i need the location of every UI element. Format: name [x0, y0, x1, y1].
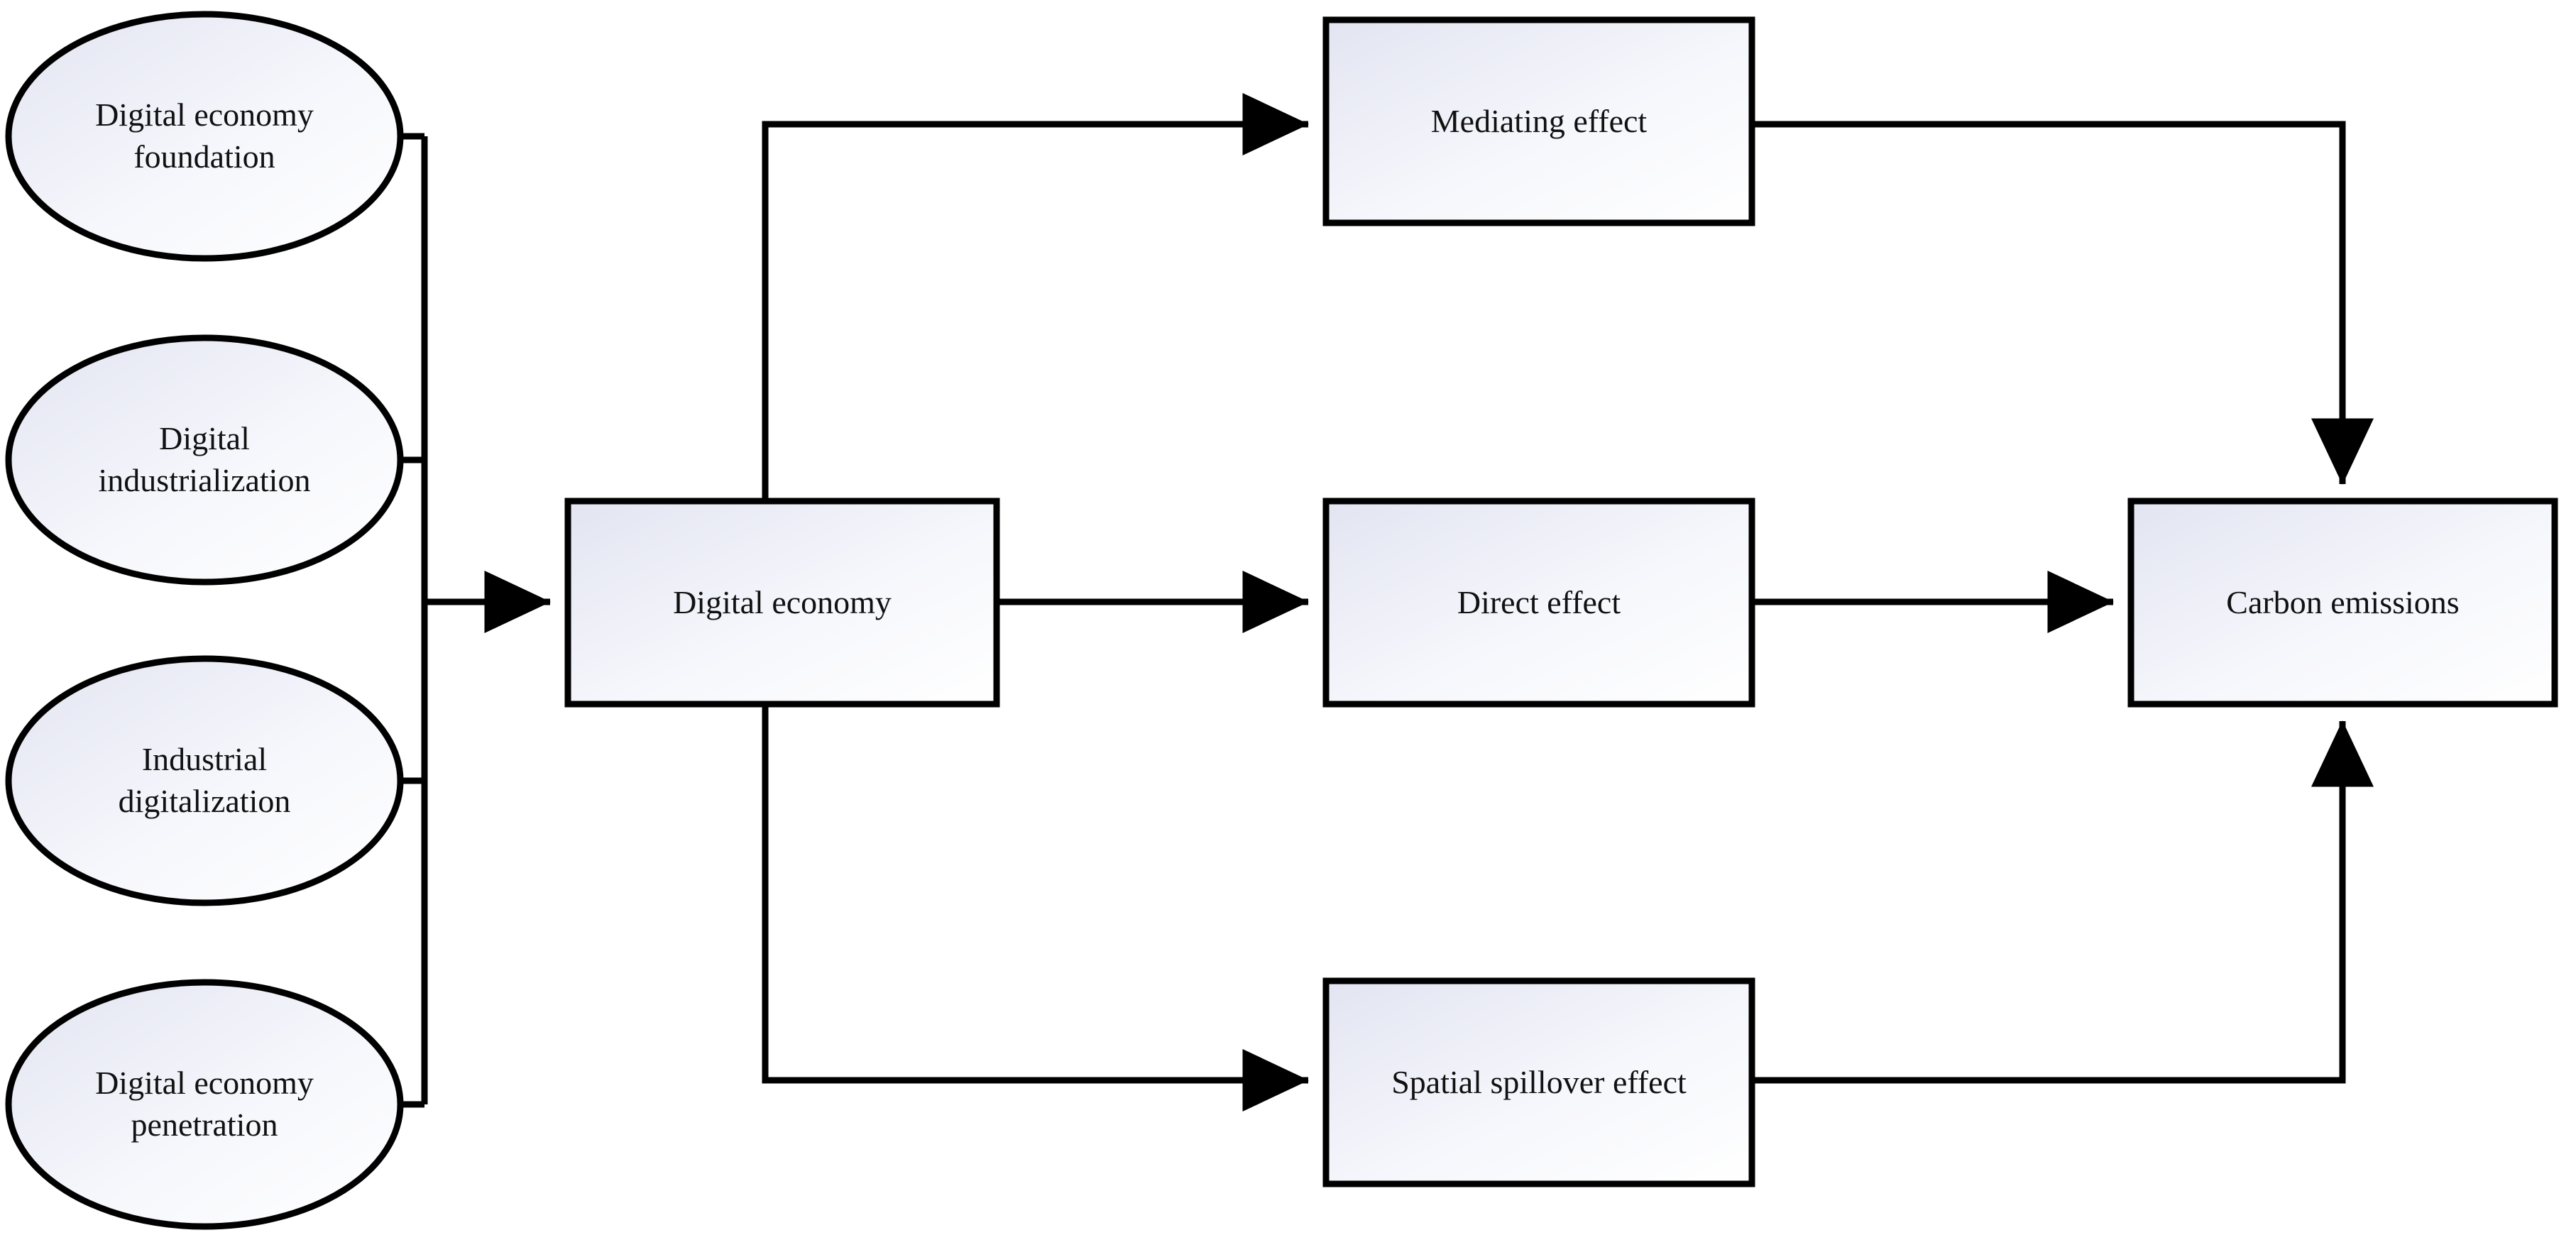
node-mediating-effect[interactable]	[1322, 16, 1755, 226]
node-spatial-spillover-effect[interactable]	[1322, 977, 1755, 1187]
node-industrial-digitalization[interactable]	[5, 655, 404, 906]
connector-digital-economy-to-mediating-effect	[762, 92, 1309, 501]
carbon-emissions-inflow	[1752, 121, 2374, 1084]
node-digital-economy-penetration[interactable]	[5, 979, 404, 1230]
connector-digital-economy-to-spatial-spillover-effect	[762, 704, 1309, 1112]
process-boxes	[564, 16, 2558, 1187]
node-digital-economy-foundation[interactable]	[5, 11, 404, 262]
connector-spatial-spillover-effect-to-carbon-emissions	[1752, 720, 2374, 1084]
dimension-ellipses	[5, 11, 404, 1230]
node-carbon-emissions[interactable]	[2127, 498, 2558, 708]
digital-economy-fanout	[762, 92, 1309, 1112]
node-direct-effect[interactable]	[1322, 498, 1755, 708]
connector-mediating-effect-to-carbon-emissions	[1752, 121, 2374, 485]
node-digital-industrialization[interactable]	[5, 334, 404, 586]
left-bracket	[398, 133, 428, 1108]
node-digital-economy[interactable]	[564, 498, 1000, 708]
